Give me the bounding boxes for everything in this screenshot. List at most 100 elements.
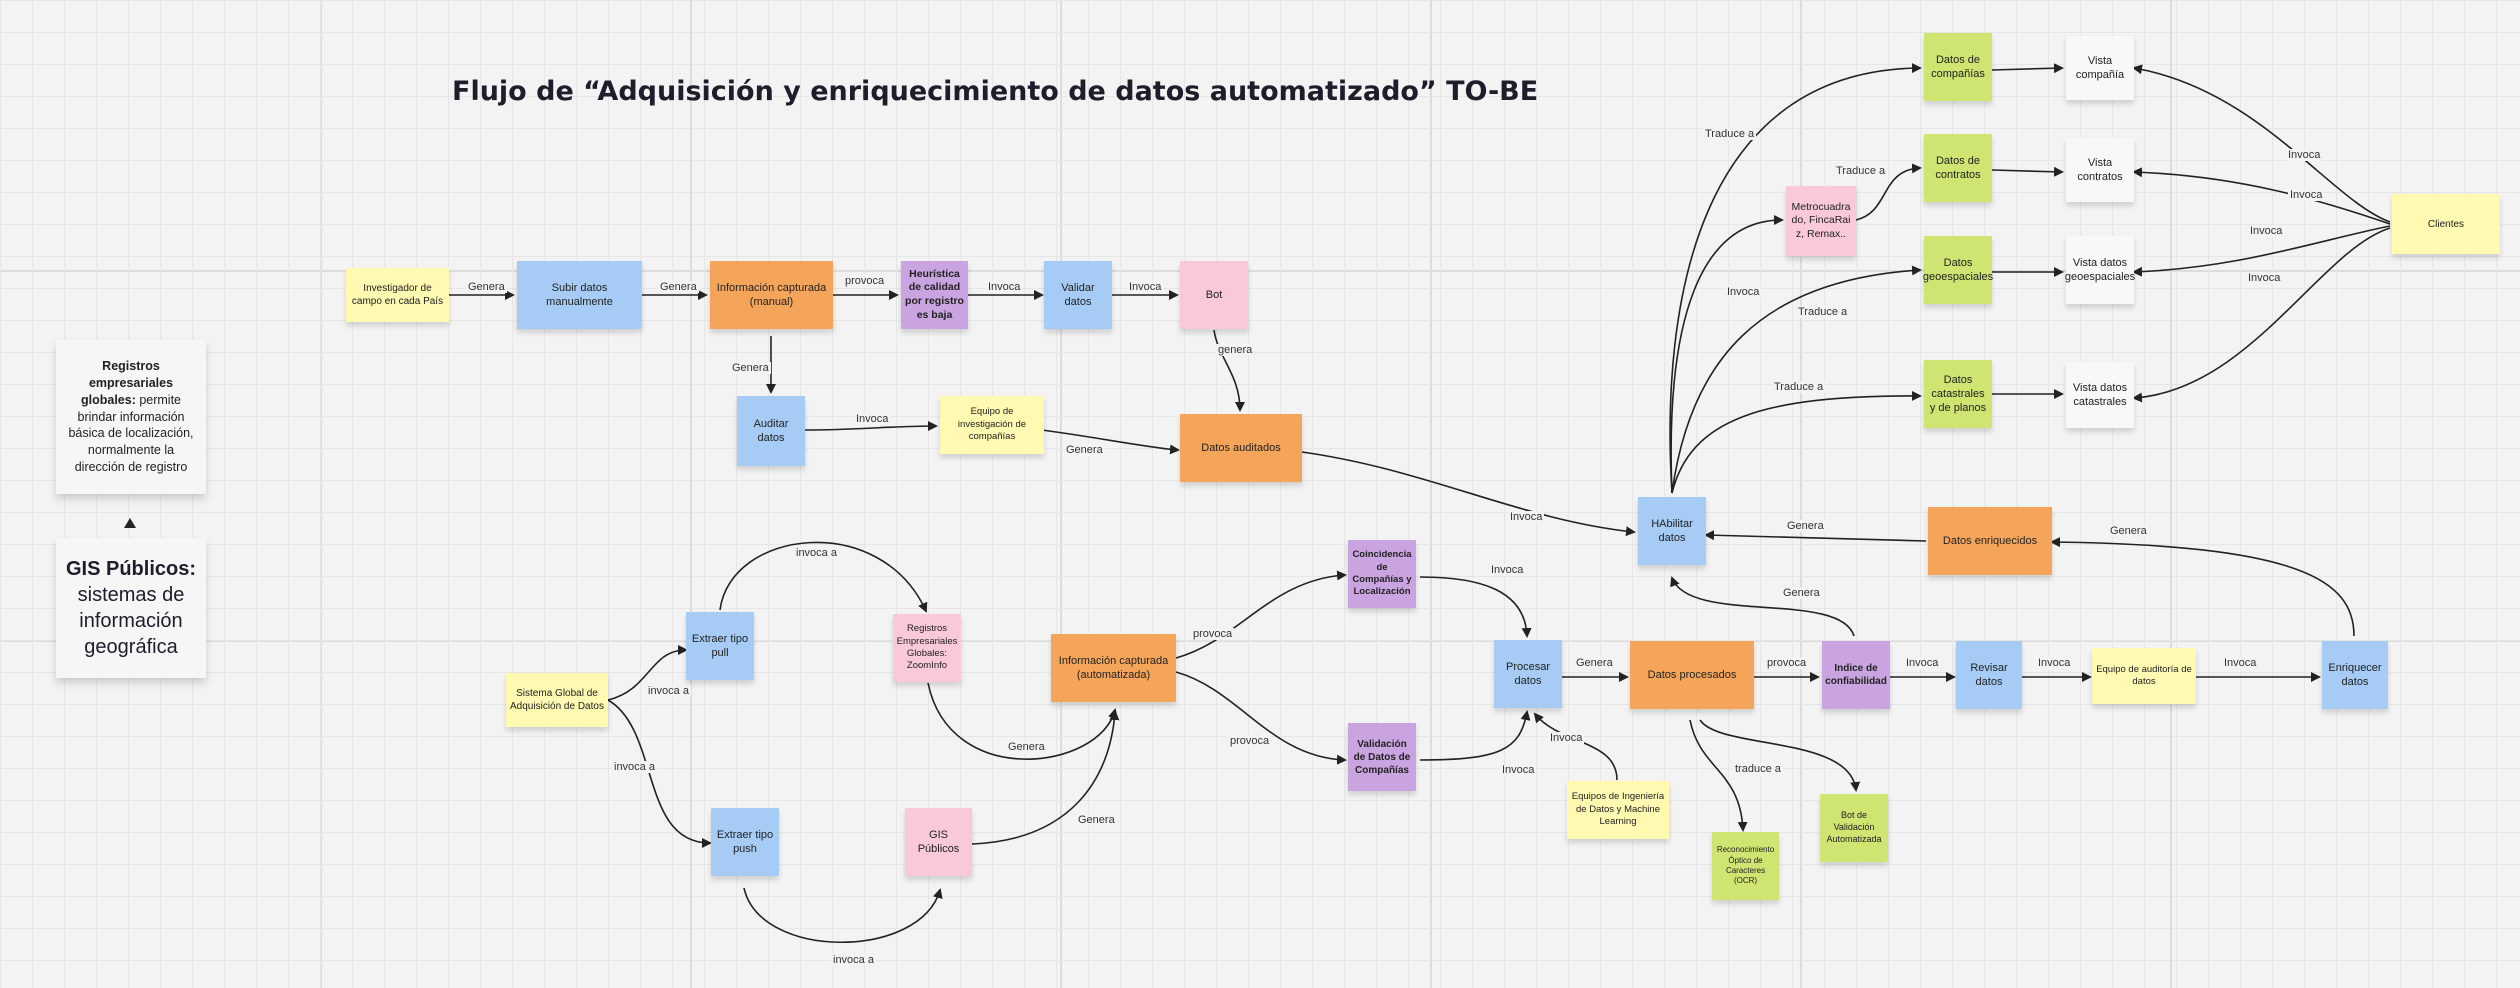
edge-datosenr-habilitar xyxy=(1704,530,1927,542)
edge-habilitar-metro xyxy=(1670,215,1784,494)
node-auditar[interactable]: Auditar datos xyxy=(737,396,805,466)
node-datos-procesados-label: Datos procesados xyxy=(1647,668,1737,681)
edge-clientes-vcontratos xyxy=(2132,167,2391,225)
node-vista-contratos-label: Vista contratos xyxy=(2077,156,2123,183)
node-validar[interactable]: Validar datos xyxy=(1044,261,1112,329)
edge-gis-infoauto xyxy=(971,710,1120,845)
node-metrocuadrado-label: Metrocuadrado, FincaRaiz, Remax.. xyxy=(1791,200,1851,240)
label-invoca: Invoca xyxy=(986,281,1023,293)
label-invoca: Invoca xyxy=(2246,272,2283,284)
node-habilitar[interactable]: HAbilitar datos xyxy=(1638,497,1706,565)
node-procesar[interactable]: Procesar datos xyxy=(1494,640,1562,708)
node-validacion-label: Validación de Datos de Compañías xyxy=(1353,738,1411,776)
node-validacion[interactable]: Validación de Datos de Compañías xyxy=(1348,723,1416,791)
edge-metro-contratos xyxy=(1855,163,1922,221)
label-invoca: Invoca xyxy=(2222,657,2259,669)
node-indice[interactable]: Indice de confiabilidad xyxy=(1822,641,1890,709)
label-traduce-a: Traduce a xyxy=(1703,128,1757,140)
node-push[interactable]: Extraer tipo push xyxy=(711,808,779,876)
node-datos-catastrales[interactable]: Datos catastrales y de planos xyxy=(1924,360,1992,428)
node-equipo-auditoria[interactable]: Equipo de auditoría de datos xyxy=(2092,648,2196,704)
edge-clientes-vcat xyxy=(2132,227,2391,403)
registros-info-title: Registros empresariales globales: xyxy=(80,358,174,407)
node-vista-geo-label: Vista datos geoespaciales xyxy=(2064,256,2136,283)
node-equipos-ingenieria[interactable]: Equipos de Ingeniería de Datos y Machine… xyxy=(1567,781,1669,839)
node-sistema-global[interactable]: Sistema Global de Adquisición de Datos xyxy=(506,673,608,727)
node-vista-catastrales[interactable]: Vista datos catastrales xyxy=(2066,362,2134,428)
gis-info-title: GIS Públicos: xyxy=(65,558,197,580)
label-genera: Genera xyxy=(1781,587,1822,599)
node-procesar-label: Procesar datos xyxy=(1505,660,1551,687)
node-vista-contratos[interactable]: Vista contratos xyxy=(2066,138,2134,202)
node-bot[interactable]: Bot xyxy=(1180,261,1248,329)
node-bot-label: Bot xyxy=(1205,288,1223,301)
edge-coincidencia-procesar xyxy=(1419,576,1532,638)
node-revisar[interactable]: Revisar datos xyxy=(1956,641,2022,709)
node-ocr[interactable]: Reconocimiento Óptico de Caracteres (OCR… xyxy=(1712,832,1779,900)
label-invoca: Invoca xyxy=(1508,511,1545,523)
node-datos-procesados[interactable]: Datos procesados xyxy=(1630,641,1754,709)
label-genera: Genera xyxy=(658,281,699,293)
node-equipos-ingenieria-label: Equipos de Ingeniería de Datos y Machine… xyxy=(1571,791,1665,828)
label-genera: Genera xyxy=(1785,520,1826,532)
node-pull[interactable]: Extraer tipo pull xyxy=(686,612,754,680)
gis-info-card: GIS Públicos: sistemas de información ge… xyxy=(56,538,206,678)
node-registros-globales[interactable]: Registros Empresariales Globales: ZoomIn… xyxy=(893,614,961,682)
node-metrocuadrado[interactable]: Metrocuadrado, FincaRaiz, Remax.. xyxy=(1786,186,1856,256)
node-vista-catastrales-label: Vista datos catastrales xyxy=(2072,381,2128,408)
node-datos-contratos-label: Datos de contratos xyxy=(1935,154,1981,181)
label-invoca-a: invoca a xyxy=(612,761,657,773)
node-bot-validacion[interactable]: Bot de Validación Automatizada xyxy=(1820,794,1888,862)
node-habilitar-label: HAbilitar datos xyxy=(1651,517,1693,544)
node-info-manual-label: Información capturada (manual) xyxy=(716,281,827,308)
label-traduce-a-lower: traduce a xyxy=(1733,763,1783,775)
registros-info-card: Registros empresariales globales: permit… xyxy=(56,340,206,494)
up-arrow-icon xyxy=(124,518,136,528)
label-invoca-a: invoca a xyxy=(831,954,876,966)
node-investigador[interactable]: Investigador de campo en cada País xyxy=(346,268,449,322)
node-heuristica[interactable]: Heurística de calidad por registro es ba… xyxy=(901,261,968,329)
node-info-manual[interactable]: Información capturada (manual) xyxy=(710,261,833,329)
edge-validacion-procesar xyxy=(1419,710,1531,761)
node-indice-label: Indice de confiabilidad xyxy=(1825,663,1887,687)
node-enriquecer[interactable]: Enriquecer datos xyxy=(2322,641,2388,709)
label-invoca: Invoca xyxy=(2036,657,2073,669)
node-datos-contratos[interactable]: Datos de contratos xyxy=(1924,134,1992,202)
edge-sistema-pull xyxy=(607,645,688,701)
label-genera: Genera xyxy=(730,362,771,374)
node-vista-compania[interactable]: Vista compañía xyxy=(2066,36,2134,100)
gis-info-text: sistemas de información geográfica xyxy=(77,584,185,658)
node-datos-enriquecidos[interactable]: Datos enriquecidos xyxy=(1928,507,2052,575)
node-equipo-investigacion[interactable]: Equipo de investigación de compañías xyxy=(940,396,1044,454)
edge-datosproc-ocr xyxy=(1689,719,1748,832)
label-invoca: Invoca xyxy=(1500,764,1537,776)
node-datos-enriquecidos-label: Datos enriquecidos xyxy=(1942,534,2038,547)
node-info-auto[interactable]: Información capturada (automatizada) xyxy=(1051,634,1176,702)
node-equipo-investigacion-label: Equipo de investigación de compañías xyxy=(957,406,1027,443)
label-invoca: Invoca xyxy=(1904,657,1941,669)
node-validar-label: Validar datos xyxy=(1061,281,1095,308)
node-datos-companias-label: Datos de compañías xyxy=(1931,53,1985,80)
edge-clientes-vgeo xyxy=(2132,225,2391,277)
diagram-title: Flujo de “Adquisición y enriquecimiento … xyxy=(452,76,1539,107)
label-traduce-a: Traduce a xyxy=(1796,306,1850,318)
node-vista-geo[interactable]: Vista datos geoespaciales xyxy=(2064,236,2136,304)
label-provoca: provoca xyxy=(1765,657,1809,669)
node-subir-datos[interactable]: Subir datos manualmente xyxy=(517,261,642,329)
node-registros-globales-label: Registros Empresariales Globales: ZoomIn… xyxy=(896,623,958,672)
node-gis-publicos[interactable]: GIS Públicos xyxy=(905,808,972,876)
edge-contratos-vista xyxy=(1991,166,2064,177)
node-coincidencia[interactable]: Coincidencia de Compañías y Localización xyxy=(1348,540,1416,608)
node-datos-geoespaciales[interactable]: Datos geoespaciales xyxy=(1923,236,1993,304)
label-genera: Genera xyxy=(1006,741,1047,753)
node-revisar-label: Revisar datos xyxy=(1970,661,2008,688)
node-datos-auditados[interactable]: Datos auditados xyxy=(1180,414,1302,482)
label-provoca: provoca xyxy=(1228,735,1272,747)
node-heuristica-label: Heurística de calidad por registro es ba… xyxy=(905,267,964,321)
node-clientes[interactable]: Clientes xyxy=(2392,194,2500,254)
label-traduce-a: Traduce a xyxy=(1772,381,1826,393)
edge-equipo-auditados xyxy=(1041,429,1180,455)
node-datos-companias[interactable]: Datos de compañías xyxy=(1924,33,1992,101)
node-pull-label: Extraer tipo pull xyxy=(691,632,749,659)
